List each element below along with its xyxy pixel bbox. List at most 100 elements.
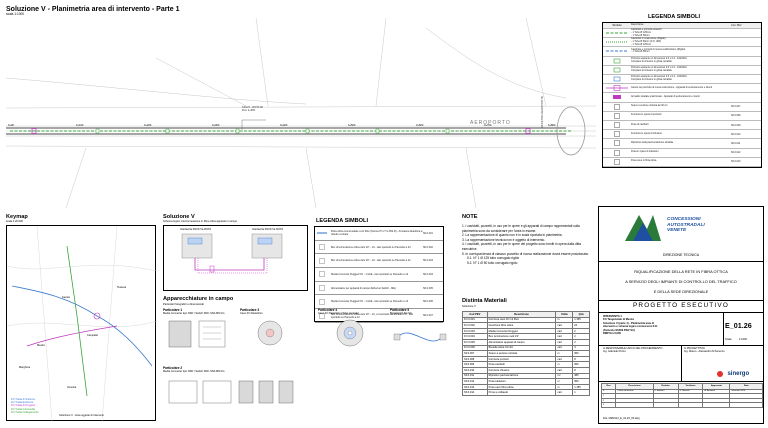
marker-label: SSV27 - ROTA 30 Fkm 2+660 bbox=[242, 106, 263, 113]
legend-mid-row: Fibra ottica monomodale a 12 fibre (Norm… bbox=[315, 227, 443, 241]
legend-desc: Pozzetto esistente in dimensioni 0.3 x 0… bbox=[631, 56, 687, 63]
legend-mid-code: SF.0.006 bbox=[423, 300, 433, 304]
table-cell: 2 bbox=[572, 339, 590, 346]
legend-mid-table: Fibra ottica monomodale a 12 fibre (Norm… bbox=[314, 226, 444, 323]
legend-desc: Pozzetto esistente in dimensioni 0.3 x 0… bbox=[631, 65, 687, 72]
rev-col-4: Approvato bbox=[702, 383, 731, 390]
legend-top-row: Pozzetto esistente in dimensioni 0.3 x 0… bbox=[603, 66, 761, 75]
sinergo-logo-icon bbox=[717, 370, 723, 377]
revision-cell bbox=[677, 402, 704, 408]
materials-col-qty: Q.tà bbox=[572, 311, 590, 318]
legend-symbol bbox=[603, 85, 631, 92]
designer-name: Ing. Mauro - Alessandro D'Ascenzo bbox=[684, 350, 725, 354]
page-title: Soluzione V - Planimetria area di interv… bbox=[6, 6, 180, 13]
keymap-legend: FO Tratta di Sistema FO Tratta Esistente… bbox=[11, 398, 39, 414]
legend-mid-symbol bbox=[315, 257, 329, 264]
legend-code: SF.0.010 bbox=[731, 132, 741, 136]
equipment-subtitle: Particolari fotografici e dimensionali bbox=[163, 303, 204, 306]
rev-col-1: Descrizione bbox=[615, 383, 654, 390]
scale-label: Scala bbox=[725, 338, 732, 341]
project-title: RIQUALIFICAZIONE DELLA RETE IN FIBRA OTT… bbox=[599, 267, 763, 297]
particular-1-title: Particolare 1 bbox=[163, 308, 183, 312]
doc-line-1: INTERVENTO 1 bbox=[603, 315, 622, 318]
page-scale: scala 1:1000 bbox=[6, 12, 25, 16]
site-map-svg bbox=[5, 17, 597, 209]
legend-symbol bbox=[603, 122, 631, 128]
project-line-2: A SERVIZIO DEGLI IMPIANTI DI CONTROLLO D… bbox=[625, 279, 737, 284]
keymap-legend-1: FO Tratta Esistente bbox=[11, 401, 34, 405]
table-cell: 950 bbox=[572, 361, 590, 368]
particular-5-sub: Bretella FO SC-SC bbox=[390, 312, 412, 315]
table-cell: Alimentatore apparati di campo bbox=[486, 339, 557, 346]
fiber-line-icon bbox=[317, 232, 327, 234]
legend-desc: Fornitura in opera di pozzetti bbox=[631, 113, 662, 117]
legend-square-icon bbox=[614, 122, 620, 128]
particular-5: Particolare 5 Bretella FO SC-SC bbox=[390, 308, 450, 420]
legend-joint-icon bbox=[606, 85, 628, 92]
note-5-1: 5.1. N° 1 Ø 125 tubo corrugato rigido bbox=[467, 256, 520, 261]
table-cell: Media Converter Rugged bbox=[486, 327, 557, 335]
note-5: 5. In corrispondenza di ciascun pozzetto… bbox=[462, 251, 589, 256]
device-square-icon bbox=[319, 257, 325, 264]
company-line-1: CONCESSIONI bbox=[667, 217, 701, 222]
particular-4-title: Particolare 4 bbox=[318, 308, 338, 312]
legend-box-icon bbox=[613, 67, 621, 73]
particular-5-title: Particolare 5 bbox=[390, 308, 410, 312]
chainage-3: 0+300 bbox=[212, 124, 220, 127]
node-a-label: Interfaccia SSV27 E-ROTA bbox=[180, 228, 212, 231]
solution-frame: Interfaccia SSV27 E-ROTA Interfaccia SSV… bbox=[163, 225, 308, 291]
table-cell: 8 bbox=[572, 355, 590, 363]
note-1: 1. I cavidotti, pozzetti, in uso per le … bbox=[462, 224, 580, 233]
table-cell: 2 bbox=[572, 333, 590, 340]
table-cell: Bretella ottica SC-SC bbox=[486, 344, 557, 352]
chainage-0: 0+00 bbox=[8, 124, 14, 127]
table-cell: 950 bbox=[572, 378, 590, 385]
direction-label: DIREZIONE TECNICA bbox=[662, 253, 700, 257]
legend-box-icon bbox=[613, 58, 621, 63]
designer-label: IL PROGETTISTA bbox=[684, 347, 705, 350]
equipment-title: Apparecchiature in campo bbox=[163, 296, 234, 302]
chainage-8: 0+800 bbox=[548, 124, 556, 127]
designer-box: IL PROGETTISTA Ing. Mauro - Alessandro D… bbox=[684, 347, 762, 353]
legend-cabinet-icon bbox=[613, 95, 621, 100]
doc-line-6: RMP Km 0,000 bbox=[603, 332, 621, 336]
company-line-3: VENETE bbox=[667, 228, 687, 234]
table-cell: 1.155 bbox=[572, 383, 590, 391]
notes-list: 1. I cavidotti, pozzetti, in uso per le … bbox=[462, 224, 590, 265]
revision-cell bbox=[702, 402, 731, 408]
legend-desc: Pozzetto esistente in dimensioni 0.3 x 0… bbox=[631, 75, 687, 82]
legend-code: SF.0.011 bbox=[731, 141, 741, 145]
sinergo-logo-text: sinergo bbox=[727, 370, 750, 377]
device-square-icon bbox=[319, 312, 325, 319]
scale-value: 1:1000 bbox=[739, 338, 747, 341]
legend-square-icon bbox=[614, 149, 620, 156]
note-2: 2. La rappresentazione di quanto non è i… bbox=[462, 233, 563, 238]
materials-col-desc: Descrizione bbox=[486, 311, 557, 318]
particular-2: Particolare 2 Media Converter tipo NSD /… bbox=[163, 366, 303, 420]
materials-subtitle: Soluzione V bbox=[462, 305, 476, 308]
chainage-row: 0+00 0+100 0+200 0+300 0+400 0+500 0+600… bbox=[8, 124, 558, 130]
table-cell: Posa tubazioni bbox=[486, 378, 557, 385]
legend-mid-code: SF.0.004 bbox=[423, 272, 433, 276]
doc-line-4: intervento e schema logico connessioni F… bbox=[603, 325, 658, 329]
table-cell: 4 bbox=[572, 344, 590, 352]
chainage-4: 0+400 bbox=[280, 124, 288, 127]
legend-symbol bbox=[603, 94, 631, 100]
particular-4-sub: Cavo FO Dielettrico (Tubo centrale) bbox=[318, 312, 359, 315]
legend-desc: Cavidotto e pozzetti di nuova realizzazi… bbox=[631, 47, 686, 54]
particular-1: Particolare 1 Media Converter tipo NSD /… bbox=[163, 308, 235, 362]
legend-mid-desc: Fibra ottica monomodale a 12 fibre (Norm… bbox=[331, 230, 423, 237]
doc-description: INTERVENTO 1 FO Tangenziale di Mestre So… bbox=[603, 315, 721, 335]
solution-subtitle: Schema logico interconnessione in fibra … bbox=[163, 220, 238, 223]
legend-mid-row: Box di terminazione ottica rack 19" - 1U… bbox=[315, 241, 443, 255]
keymap-place-3: Tessera bbox=[117, 286, 127, 289]
